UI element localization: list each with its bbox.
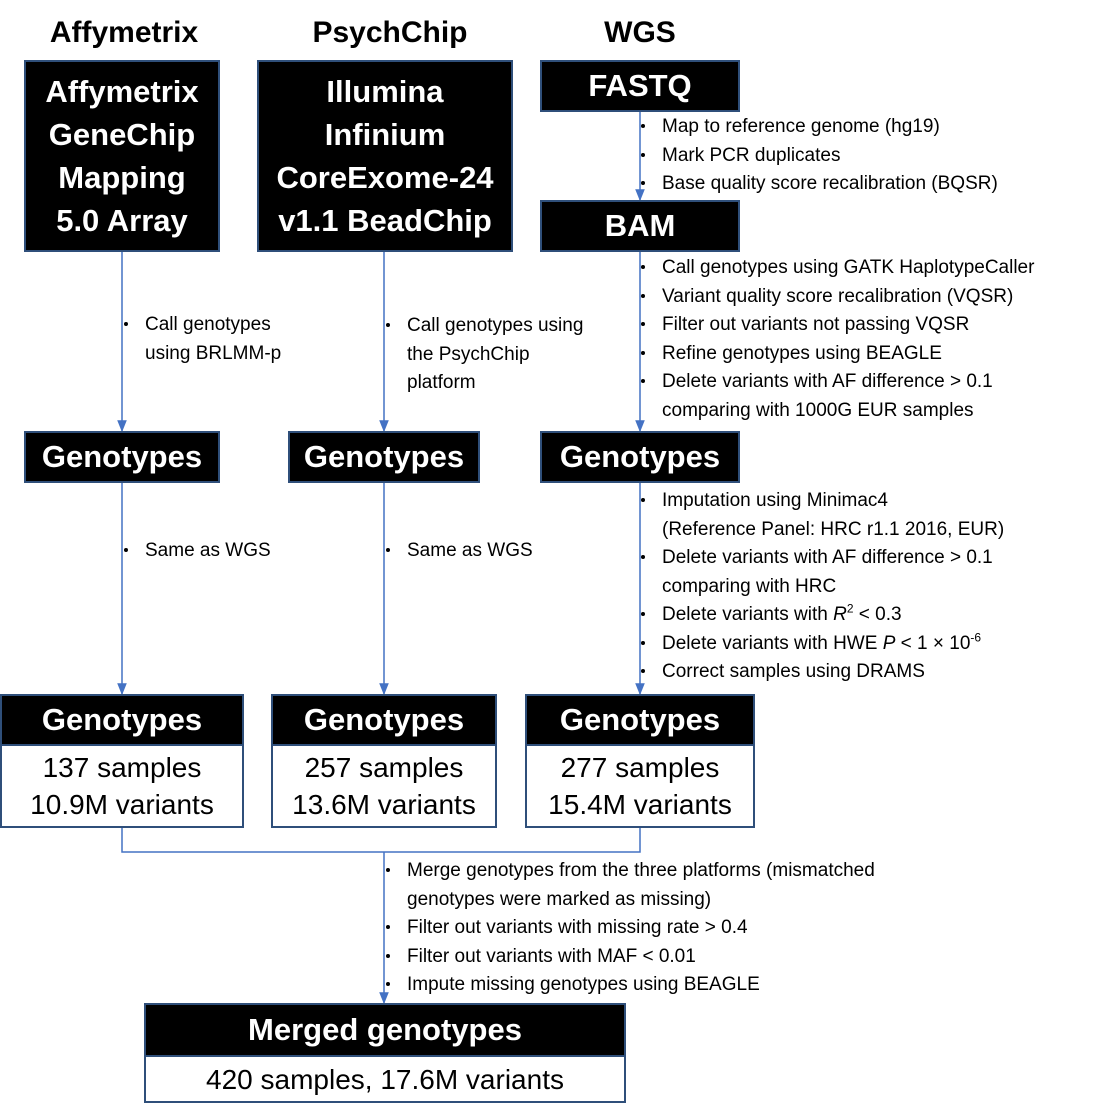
- platform-line: Mapping: [58, 160, 186, 195]
- platform-line: 5.0 Array: [56, 203, 188, 238]
- platform-line: CoreExome-24: [276, 160, 494, 195]
- list-item: Filter out variants not passing VQSR: [640, 311, 1034, 340]
- merge-bracket: [121, 828, 641, 853]
- fastq-box: FASTQ: [540, 60, 740, 112]
- psych-result: Genotypes 257 samples 13.6M variants: [271, 694, 497, 828]
- result-stats: 277 samples 15.4M variants: [525, 744, 755, 828]
- sample-count: 137 samples: [42, 752, 202, 783]
- result-title: Genotypes: [271, 694, 497, 746]
- list-item: Same as WGS: [386, 537, 533, 566]
- result-title: Genotypes: [0, 694, 244, 746]
- list-item: Call genotypes using GATK HaplotypeCalle…: [640, 254, 1034, 283]
- affy-result: Genotypes 137 samples 10.9M variants: [0, 694, 244, 828]
- list-item: Base quality score recalibration (BQSR): [641, 170, 998, 199]
- merged-title: Merged genotypes: [144, 1003, 626, 1057]
- list-item: Delete variants with HWE P < 1 × 10-6: [640, 630, 1004, 659]
- header-wgs: WGS: [604, 16, 676, 49]
- list-item-continuation: comparing with 1000G EUR samples: [662, 399, 974, 421]
- merged-summary-text: 420 samples, 17.6M variants: [206, 1063, 564, 1095]
- psych-same-steps: Same as WGS: [386, 537, 533, 566]
- wgs-genotypes-box: Genotypes: [540, 431, 740, 483]
- affy-same-steps: Same as WGS: [124, 537, 271, 566]
- list-item: Mark PCR duplicates: [641, 142, 998, 171]
- list-item: Delete variants with R2 < 0.3: [640, 601, 1004, 630]
- bam-box: BAM: [540, 200, 740, 252]
- wgs-result: Genotypes 277 samples 15.4M variants: [525, 694, 755, 828]
- bam-steps: Call genotypes using GATK HaplotypeCalle…: [640, 254, 1034, 425]
- list-item: Variant quality score recalibration (VQS…: [640, 283, 1034, 312]
- list-item: Impute missing genotypes using BEAGLE: [386, 971, 875, 1000]
- psychchip-platform-box: Illumina Infinium CoreExome-24 v1.1 Bead…: [257, 60, 513, 252]
- affymetrix-platform-box: Affymetrix GeneChip Mapping 5.0 Array: [24, 60, 220, 252]
- header-psychchip: PsychChip: [312, 16, 468, 49]
- merge-steps: Merge genotypes from the three platforms…: [386, 857, 875, 1000]
- list-item: Imputation using Minimac4(Reference Pane…: [640, 487, 1004, 544]
- merged-result: Merged genotypes 420 samples, 17.6M vari…: [144, 1003, 626, 1103]
- platform-line: GeneChip: [48, 117, 196, 152]
- list-item: Map to reference genome (hg19): [641, 113, 998, 142]
- imputation-steps: Imputation using Minimac4(Reference Pane…: [640, 487, 1004, 687]
- list-item: Filter out variants with MAF < 0.01: [386, 943, 875, 972]
- variant-count: 10.9M variants: [30, 789, 214, 820]
- variant-count: 13.6M variants: [292, 789, 476, 820]
- merged-summary: 420 samples, 17.6M variants: [144, 1055, 626, 1103]
- platform-line: Affymetrix: [45, 74, 199, 109]
- list-item: Delete variants with AF difference > 0.1: [640, 368, 1034, 397]
- platform-line: Infinium: [324, 117, 446, 152]
- sample-count: 277 samples: [560, 752, 720, 783]
- list-item: Refine genotypes using BEAGLE: [640, 340, 1034, 369]
- platform-line: Illumina: [326, 74, 444, 109]
- list-item: Merge genotypes from the three platforms…: [386, 857, 875, 914]
- list-item: Correct samples using DRAMS: [640, 658, 1004, 687]
- sample-count: 257 samples: [304, 752, 464, 783]
- list-item: Filter out variants with missing rate > …: [386, 914, 875, 943]
- fastq-steps: Map to reference genome (hg19) Mark PCR …: [641, 113, 998, 199]
- header-affymetrix: Affymetrix: [49, 16, 199, 49]
- list-item: Same as WGS: [124, 537, 271, 566]
- list-item: Delete variants with AF difference > 0.1…: [640, 544, 1004, 601]
- affy-genotypes-box: Genotypes: [24, 431, 220, 483]
- psych-genotypes-box: Genotypes: [288, 431, 480, 483]
- result-stats: 137 samples 10.9M variants: [0, 744, 244, 828]
- result-stats: 257 samples 13.6M variants: [271, 744, 497, 828]
- variant-count: 15.4M variants: [548, 789, 732, 820]
- platform-line: v1.1 BeadChip: [278, 203, 492, 238]
- result-title: Genotypes: [525, 694, 755, 746]
